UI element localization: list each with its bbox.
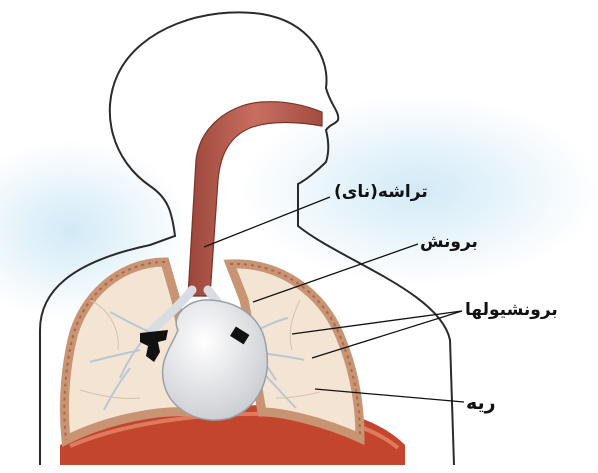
- label-trachea: تراشه(نای): [334, 182, 428, 202]
- label-lung: ریه: [466, 392, 496, 414]
- label-bronchus: برونش: [420, 232, 478, 252]
- label-bronchioles: برونشیولها: [465, 300, 558, 320]
- heart: [163, 300, 268, 420]
